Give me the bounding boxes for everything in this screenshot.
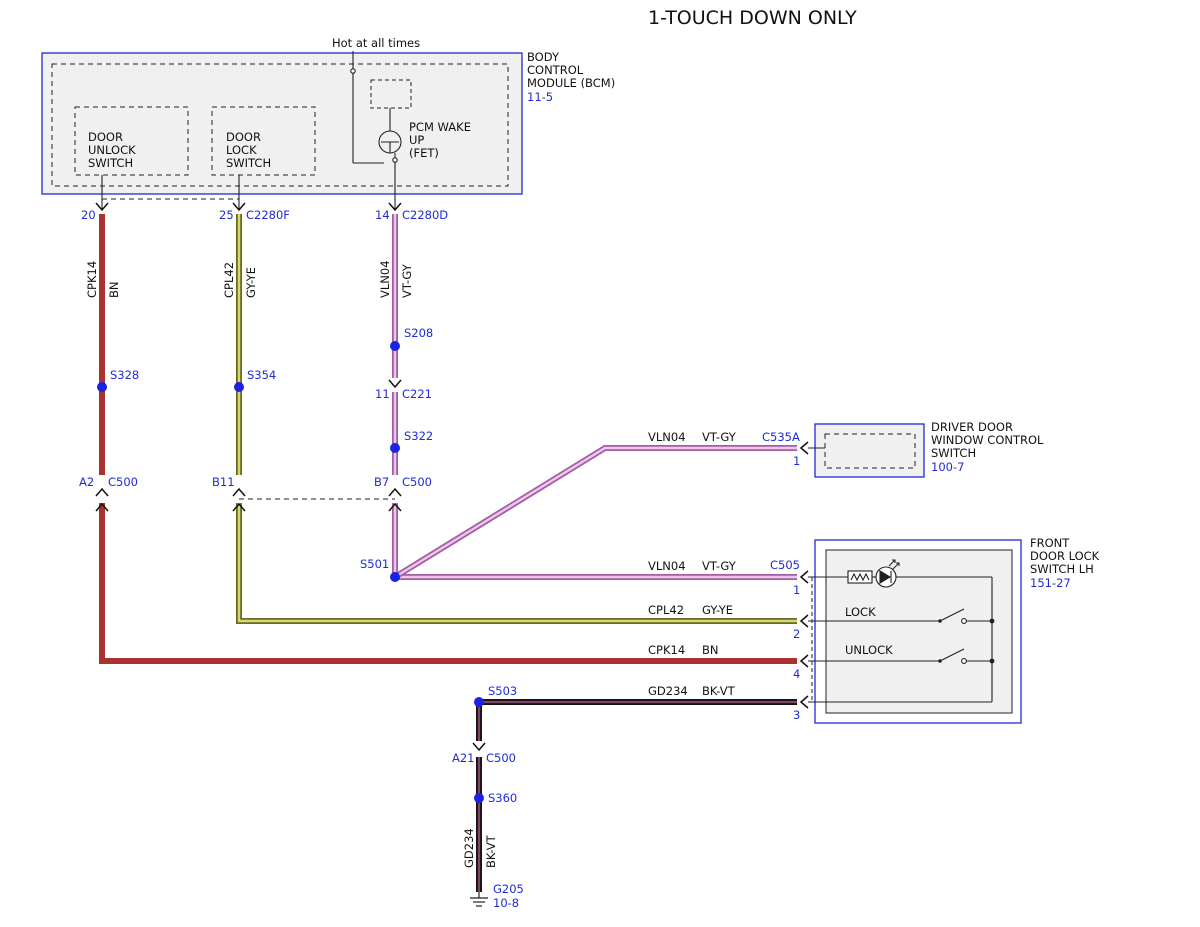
pin-a21: A21	[452, 751, 475, 765]
splice-s208: S208	[404, 326, 433, 340]
pin-25-icon	[232, 202, 246, 212]
splice-s503: S503	[488, 684, 517, 698]
vwire-color-vln04: VT-GY	[400, 263, 414, 298]
vwire-label-cpl42: CPL42	[222, 262, 236, 298]
wire-color-cpl42: GY-YE	[702, 603, 733, 617]
splice-s360: S360	[488, 791, 517, 805]
pin-20-icon	[95, 202, 109, 212]
pin-a2: A2	[79, 475, 94, 489]
pin-c505-1: 1	[793, 583, 800, 597]
connector-c500-c: C500	[486, 751, 516, 765]
pin-14: 14	[375, 208, 390, 222]
pin-c505-2: 2	[793, 627, 800, 641]
bcm-internal-wiring	[101, 175, 240, 210]
driver-door-window-switch	[808, 423, 925, 478]
wire-vln04[interactable]	[392, 214, 797, 580]
vwire-color-cpk14: BN	[107, 282, 121, 299]
lock-label: LOCK	[845, 605, 876, 619]
pin-c535a-1: 1	[793, 454, 800, 468]
splice-s501: S501	[360, 557, 389, 571]
pin-11: 11	[375, 387, 390, 401]
wire-cpl42[interactable]	[236, 214, 797, 624]
connector-c2280d: C2280D	[402, 208, 448, 222]
driver-switch-ref[interactable]: 100-7	[931, 460, 964, 474]
vwire-label-gd234: GD234	[462, 828, 476, 868]
vwire-label-vln04: VLN04	[378, 260, 392, 298]
splice-s322: S322	[404, 429, 433, 443]
led-icon	[875, 559, 900, 588]
front-switch-ref[interactable]: 151-27	[1030, 576, 1071, 590]
vwire-color-gd234: BK-VT	[484, 834, 498, 868]
connector-c500-b: C500	[402, 475, 432, 489]
pin-11-icon	[388, 379, 402, 389]
pin-14-icon	[388, 202, 402, 212]
pin-b7: B7	[374, 475, 389, 489]
pin-b11: B11	[212, 475, 235, 489]
hot-at-all-times-label: Hot at all times	[332, 36, 420, 50]
ground-id[interactable]: G205	[493, 882, 524, 896]
vwire-color-cpl42: GY-YE	[244, 267, 258, 298]
bcm-ref[interactable]: 11-5	[527, 90, 553, 104]
wire-color-vln04-a: VT-GY	[702, 430, 737, 444]
connector-c505: C505	[770, 558, 800, 572]
wire-label-cpl42: CPL42	[648, 603, 684, 617]
connector-c221: C221	[402, 387, 432, 401]
front-door-lock-switch	[808, 539, 1022, 724]
connector-symbols	[95, 202, 809, 752]
connector-c500-a: C500	[108, 475, 138, 489]
pin-c505-3: 3	[793, 708, 800, 722]
wire-label-vln04-a: VLN04	[648, 430, 686, 444]
connector-c2280f: C2280F	[246, 208, 290, 222]
splice-s328: S328	[110, 368, 139, 382]
vwire-label-cpk14: CPK14	[85, 261, 99, 298]
wire-label-cpk14: CPK14	[648, 643, 685, 657]
wire-cpk14[interactable]	[99, 214, 797, 664]
wire-gd234[interactable]	[476, 699, 797, 892]
wire-label-vln04-b: VLN04	[648, 559, 686, 573]
splice-dots	[97, 341, 484, 803]
diagram-title: 1-TOUCH DOWN ONLY	[648, 7, 857, 29]
ground-ref[interactable]: 10-8	[493, 896, 519, 910]
wire-label-gd234: GD234	[648, 684, 688, 698]
unlock-label: UNLOCK	[845, 643, 893, 657]
wire-color-vln04-b: VT-GY	[702, 559, 737, 573]
wire-color-cpk14: BN	[702, 643, 719, 657]
ground-icon	[470, 892, 488, 907]
bcm-module	[41, 52, 523, 195]
pin-c505-4: 4	[793, 667, 800, 681]
wire-color-gd234: BK-VT	[702, 684, 736, 698]
splice-s354: S354	[247, 368, 276, 382]
pin-25: 25	[219, 208, 234, 222]
fet-transistor-icon	[350, 51, 402, 210]
connector-c535a: C535A	[762, 430, 800, 444]
pin-20: 20	[81, 208, 96, 222]
